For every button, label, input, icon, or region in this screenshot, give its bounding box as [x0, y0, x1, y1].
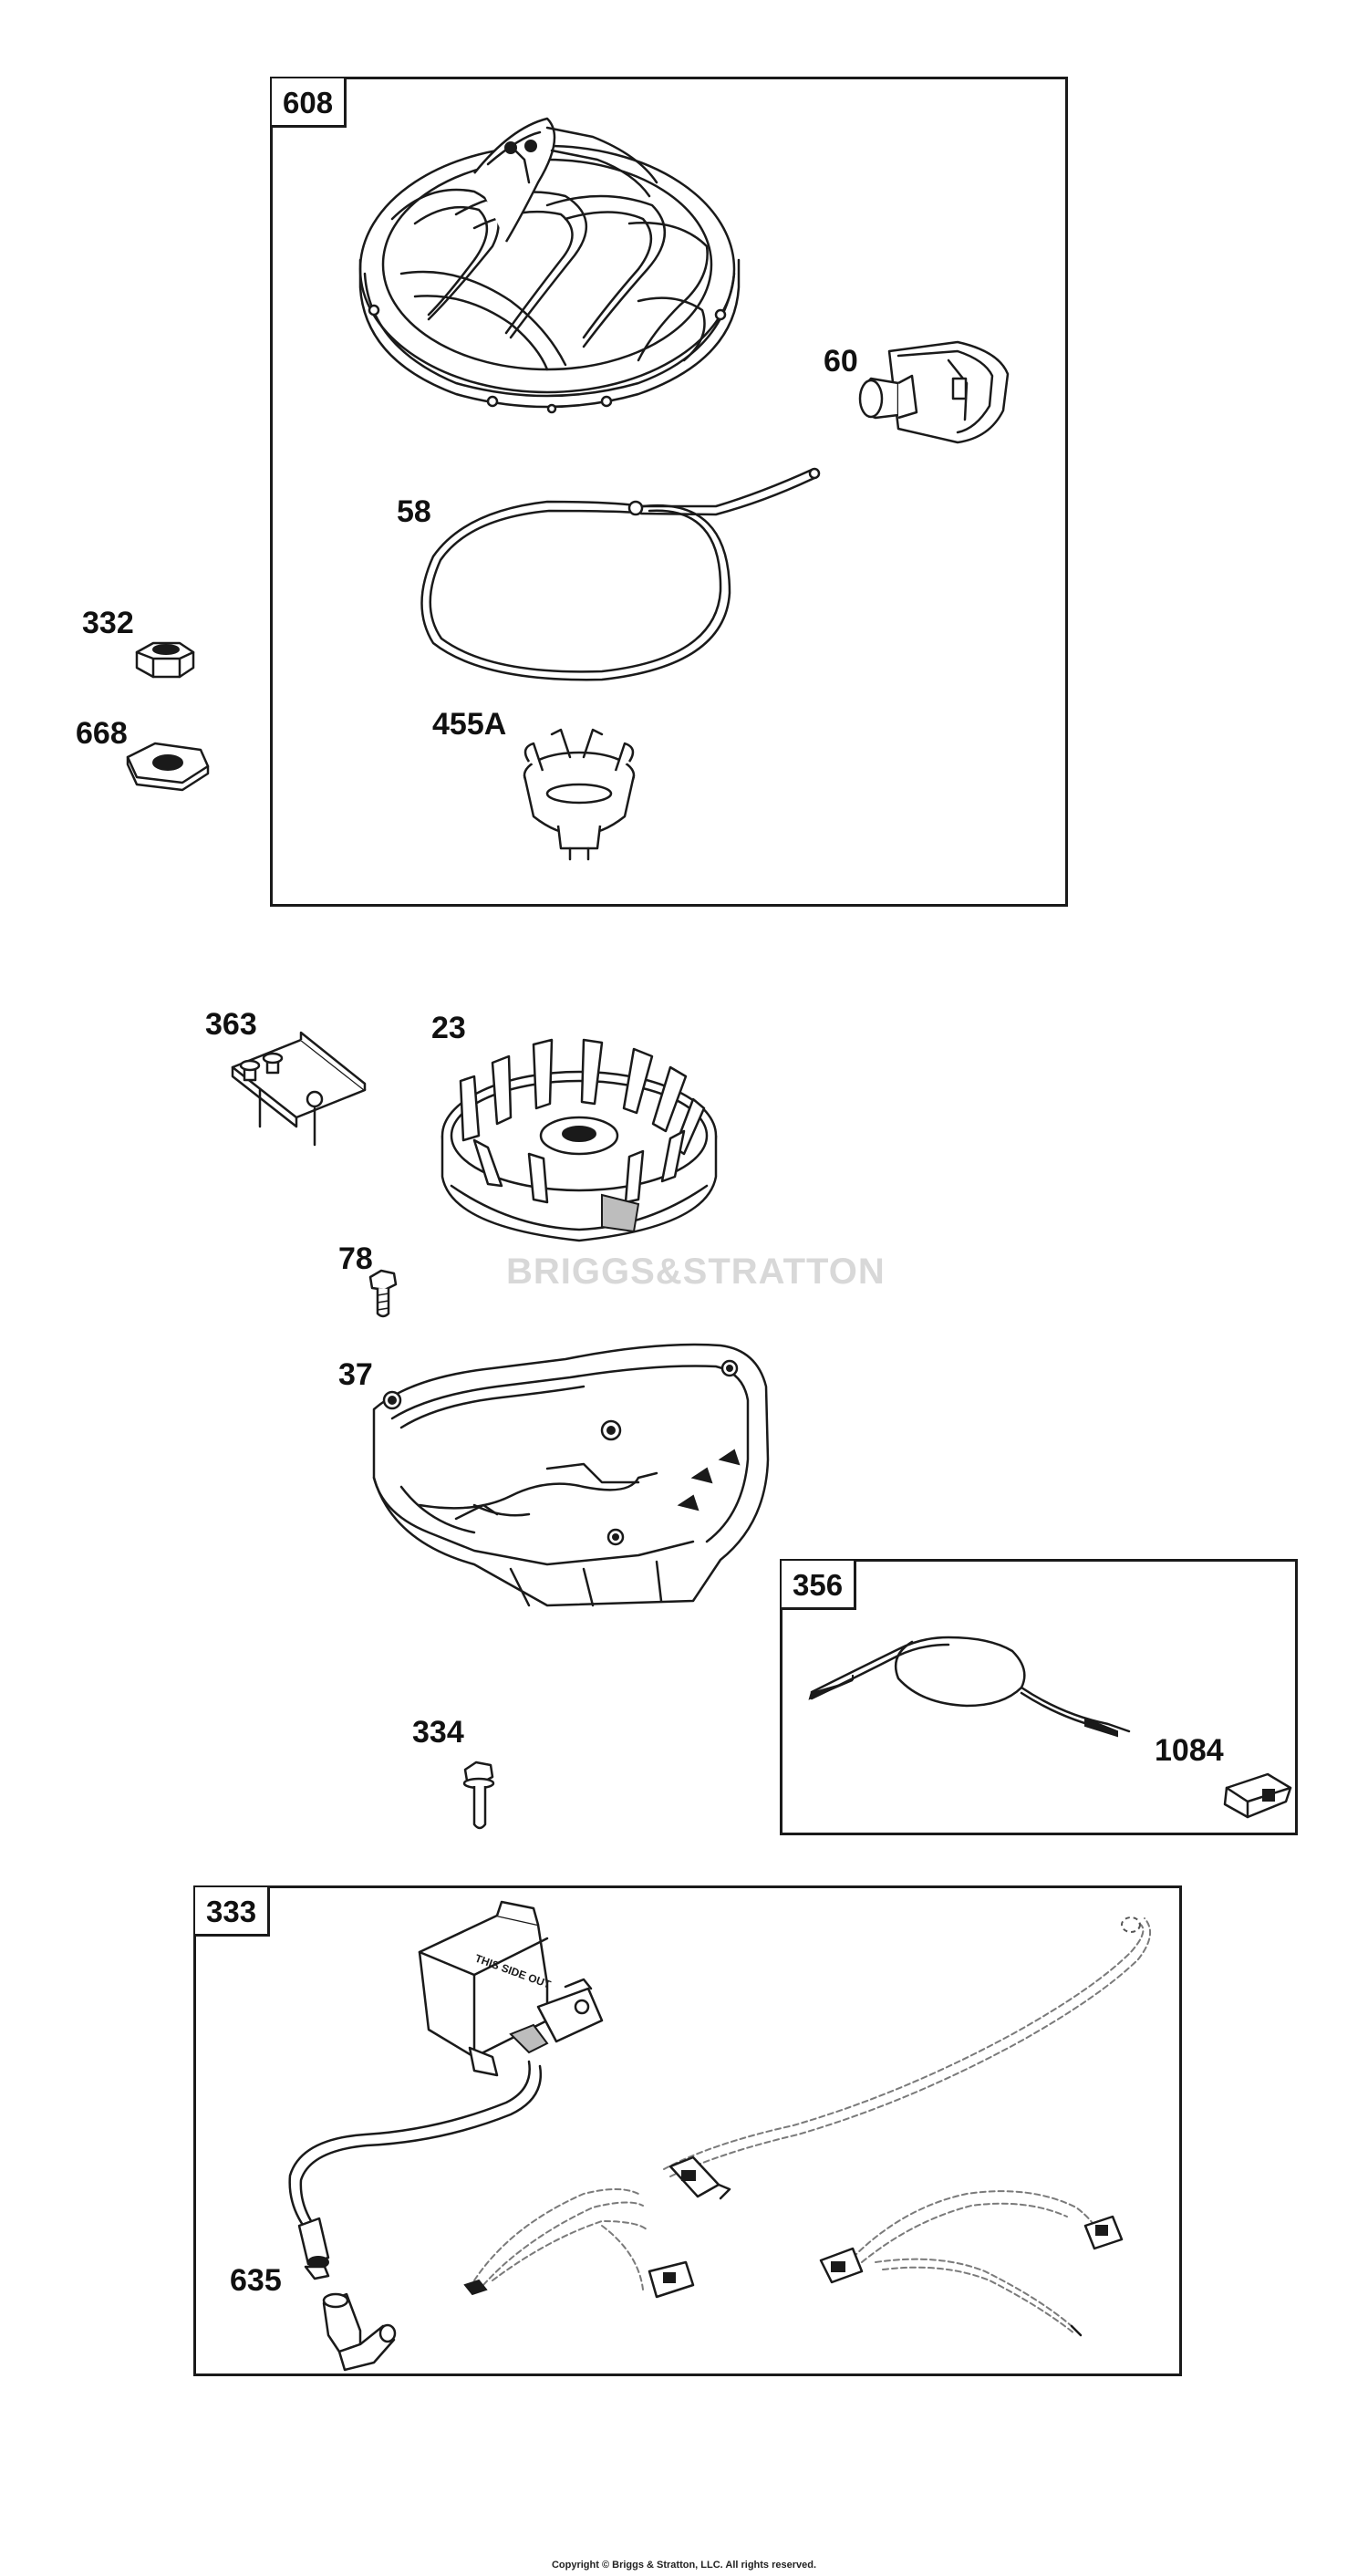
terminal-1084-drawing [1223, 1772, 1292, 1819]
group-box-333: 333 [193, 1885, 1182, 2376]
harness-right-drawing [819, 2190, 1124, 2337]
callout-23: 23 [431, 1011, 466, 1045]
washer-drawing [126, 742, 210, 792]
group-tag-356: 356 [782, 1561, 857, 1610]
nut-drawing [135, 641, 195, 679]
callout-78: 78 [338, 1241, 373, 1276]
starter-handle-drawing [858, 340, 1010, 444]
callout-334: 334 [412, 1715, 464, 1750]
callout-668: 668 [76, 716, 128, 751]
starter-cup-drawing [523, 728, 636, 861]
starter-rope-drawing [420, 467, 821, 681]
callout-332: 332 [82, 606, 134, 640]
callout-635: 635 [230, 2263, 282, 2298]
callout-37: 37 [338, 1357, 373, 1392]
harness-left-drawing [463, 2188, 695, 2299]
bolt-78-drawing [368, 1269, 398, 1318]
callout-1084: 1084 [1155, 1733, 1224, 1768]
callout-58: 58 [397, 494, 431, 529]
rewind-starter-housing-drawing [358, 117, 741, 414]
stop-wire-harness-drawing [663, 1916, 1152, 2200]
group-box-356: 356 [780, 1559, 1298, 1835]
bracket-drawing [231, 1031, 367, 1147]
callout-455a: 455A [432, 707, 507, 742]
blower-housing-drawing [372, 1343, 770, 1607]
callout-363: 363 [205, 1007, 257, 1042]
brand-watermark: BRIGGS&STRATTON [506, 1252, 886, 1292]
callout-60: 60 [824, 344, 858, 379]
copyright-footer: Copyright © Briggs & Stratton, LLC. All … [551, 2560, 817, 2571]
screw-334-drawing [462, 1761, 495, 1830]
ground-wire-drawing [808, 1636, 1131, 1738]
group-tag-608: 608 [272, 78, 347, 128]
flywheel-drawing [440, 1038, 718, 1242]
group-tag-333: 333 [195, 1887, 271, 1937]
spark-plug-boot-drawing [322, 2292, 397, 2372]
ignition-armature-drawing: THIS SIDE OUT [288, 1900, 604, 2280]
group-box-608: 608 [270, 77, 1068, 907]
